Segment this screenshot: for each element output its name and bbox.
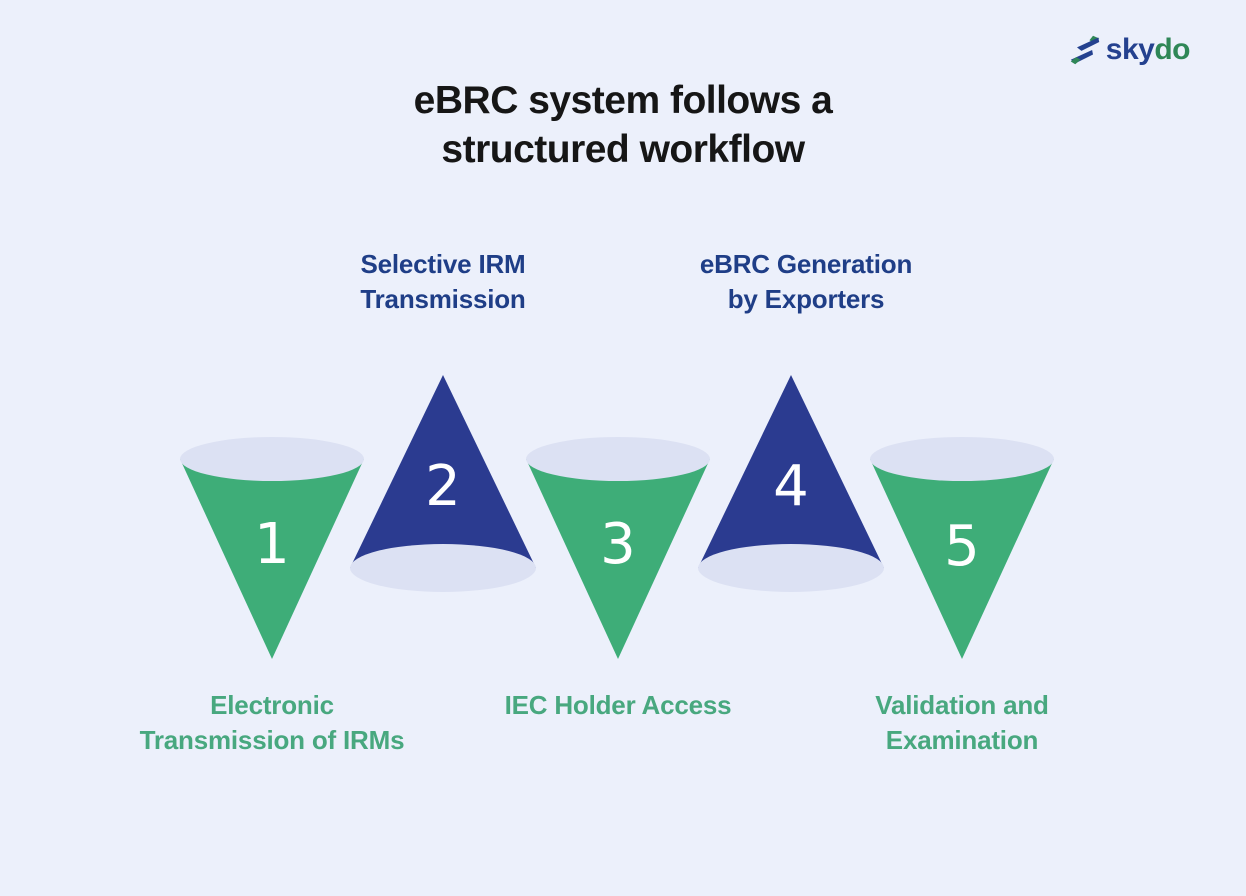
page-title: eBRC system follows a structured workflo… [0,76,1246,174]
step-label-iec-holder-access: IEC Holder Access [448,688,788,723]
logo-text-do: do [1154,33,1190,66]
cone-down-shape [526,437,710,659]
label-line: Transmission [360,284,526,314]
cone-up-shape [350,375,536,592]
page-title-line: structured workflow [441,128,805,171]
funnel-cone-5: 5 [867,436,1057,662]
label-line: IEC Holder Access [504,690,732,720]
funnel-cone-2: 2 [348,374,538,594]
step-label-selective-irm-transmission: Selective IRM Transmission [273,247,613,317]
label-line: eBRC Generation [699,249,913,279]
cone-up-shape [698,375,884,592]
step-number-3: 3 [600,512,636,577]
label-line: by Exporters [727,284,885,314]
step-label-electronic-transmission-of-irms: Electronic Transmission of IRMs [102,688,442,758]
skydo-logo-text: skydo [1105,33,1191,66]
page-title-line: eBRC system follows a [413,79,833,122]
label-line: Examination [885,725,1039,755]
cone-down-shape [180,437,364,659]
label-line: Selective IRM [360,249,526,279]
step-label-validation-and-examination: Validation and Examination [792,688,1132,758]
skydo-logo-icon [1070,35,1100,65]
label-line: Validation and [875,690,1049,720]
funnel-cone-1: 1 [177,436,367,662]
cone-down-shape [870,437,1054,659]
step-number-5: 5 [944,514,980,579]
step-number-4: 4 [773,454,809,519]
logo-text-sky: sky [1105,33,1155,66]
step-number-1: 1 [254,512,290,577]
label-line: Transmission of IRMs [139,725,405,755]
step-label-ebrc-generation-by-exporters: eBRC Generation by Exporters [636,247,976,317]
skydo-logo: skydo [1069,34,1190,66]
funnel-cone-4: 4 [696,374,886,594]
label-line: Electronic [210,690,334,720]
funnel-cone-3: 3 [523,436,713,662]
step-number-2: 2 [425,454,461,519]
